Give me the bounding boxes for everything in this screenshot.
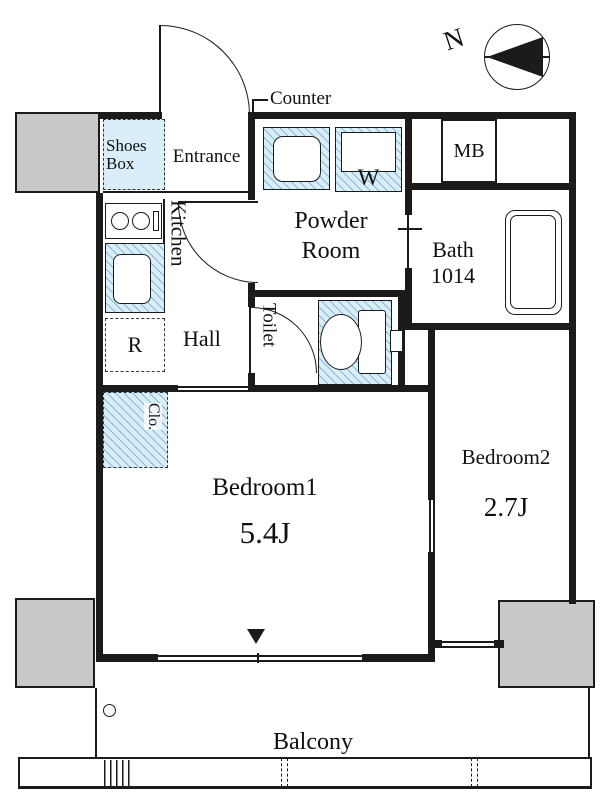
window-line: [442, 641, 494, 643]
powder-room-label: Powder: [294, 208, 368, 234]
counter-leader-line: [252, 99, 268, 101]
bedroom1-label: Bedroom1: [212, 474, 318, 501]
bedroom2-label: Bedroom2: [461, 445, 551, 469]
closet: Clo.: [103, 392, 168, 468]
balcony-partition-line: [477, 758, 478, 787]
toilet-bowl: [320, 314, 362, 370]
kitchen-sink-basin: [113, 254, 151, 304]
entrance-step-line: [103, 191, 248, 193]
toilet-door-leaf: [249, 307, 251, 373]
balcony-partition-line: [287, 758, 288, 787]
balcony-grate-icon: [104, 760, 130, 786]
wall-segment: [100, 112, 162, 119]
stove: [105, 203, 162, 239]
hall-label: Hall: [183, 326, 221, 351]
bedroom1-size-label: 5.4J: [239, 515, 291, 550]
wall-segment: [405, 268, 412, 330]
wall-segment: [428, 552, 435, 662]
wall-segment: [248, 112, 576, 119]
sliding-door-line: [433, 500, 435, 552]
shoes-box-label: Shoes: [106, 136, 147, 155]
compass-north-label: N: [439, 21, 468, 57]
balcony-rail-post: [18, 757, 20, 787]
shoes-box-label: Box: [106, 154, 135, 173]
vanity-sink-unit: [263, 127, 330, 190]
wall-segment: [405, 323, 576, 330]
entrance-label: Entrance: [172, 146, 241, 167]
bath-door-line: [407, 215, 409, 268]
closet-label: Clo.: [144, 403, 162, 431]
stove-grill-icon: [153, 211, 159, 231]
wall-segment: [405, 112, 412, 215]
wall-segment: [428, 330, 435, 500]
refrigerator-label: R: [127, 331, 143, 357]
wall-segment: [569, 112, 576, 604]
wall-segment: [96, 385, 178, 392]
north-arrow-icon: [487, 37, 543, 77]
meter-box-label: MB: [453, 139, 485, 162]
balcony-edge-line: [95, 688, 97, 758]
concrete-pillar: [498, 600, 595, 688]
meter-box: MB: [441, 119, 497, 183]
sliding-door-line: [178, 386, 248, 388]
bathtub: [505, 210, 562, 315]
wall-segment: [494, 640, 504, 648]
entrance-door-leaf: [159, 25, 161, 115]
window-line: [442, 646, 494, 648]
bedroom2-size-label: 2.7J: [483, 492, 529, 522]
washing-machine-pan: [341, 132, 396, 172]
refrigerator-space: R: [105, 318, 165, 372]
window-mullion: [257, 653, 259, 663]
bath-size-label: 1014: [431, 263, 475, 288]
wall-segment: [248, 112, 255, 200]
powder-room-label: Room: [301, 238, 361, 264]
balcony-rail-post: [590, 757, 592, 787]
wall-segment: [248, 385, 435, 392]
sliding-door-line: [429, 500, 431, 552]
wall-segment: [248, 283, 255, 307]
shoes-box: [103, 119, 165, 190]
window-line: [158, 660, 362, 662]
bathtub-inner-rim: [510, 215, 556, 309]
powder-room-door-swing-arc: [178, 203, 258, 283]
bath-label: Bath: [432, 237, 474, 262]
stove-burner-icon: [132, 212, 150, 230]
vanity-sink-basin: [273, 136, 321, 182]
powder-room-door-leaf: [178, 201, 258, 203]
wall-segment: [96, 654, 158, 662]
counter-leader-line: [252, 99, 254, 115]
wall-segment: [248, 373, 255, 392]
toilet-label: Toilet: [258, 303, 280, 348]
wall-segment: [362, 654, 435, 662]
balcony-rail-line: [18, 786, 592, 789]
balcony-label: Balcony: [273, 729, 353, 755]
balcony-edge-line: [588, 688, 590, 758]
sliding-door-line: [178, 390, 248, 392]
counter-label: Counter: [270, 88, 332, 109]
toilet-control-panel: [390, 330, 403, 352]
stove-burner-icon: [111, 212, 129, 230]
balcony-partition-line: [471, 758, 472, 787]
wall-segment: [412, 183, 569, 190]
balcony-drain-icon: [103, 704, 116, 717]
balcony-rail-line: [18, 757, 592, 759]
wall-segment: [96, 193, 103, 662]
entrance-door-swing-arc: [160, 25, 250, 115]
kitchen-sink-unit: [105, 243, 165, 313]
wall-segment: [248, 290, 405, 297]
washing-machine-space: W: [335, 127, 402, 192]
concrete-pillar: [15, 112, 100, 193]
toilet-tank: [358, 310, 386, 374]
entry-marker-icon: [247, 629, 265, 644]
balcony-partition-line: [281, 758, 282, 787]
bath-leader-line: [398, 228, 422, 230]
window-line: [158, 655, 362, 657]
washing-machine-label: W: [357, 165, 380, 191]
concrete-pillar: [15, 598, 95, 688]
wall-segment: [428, 640, 442, 648]
